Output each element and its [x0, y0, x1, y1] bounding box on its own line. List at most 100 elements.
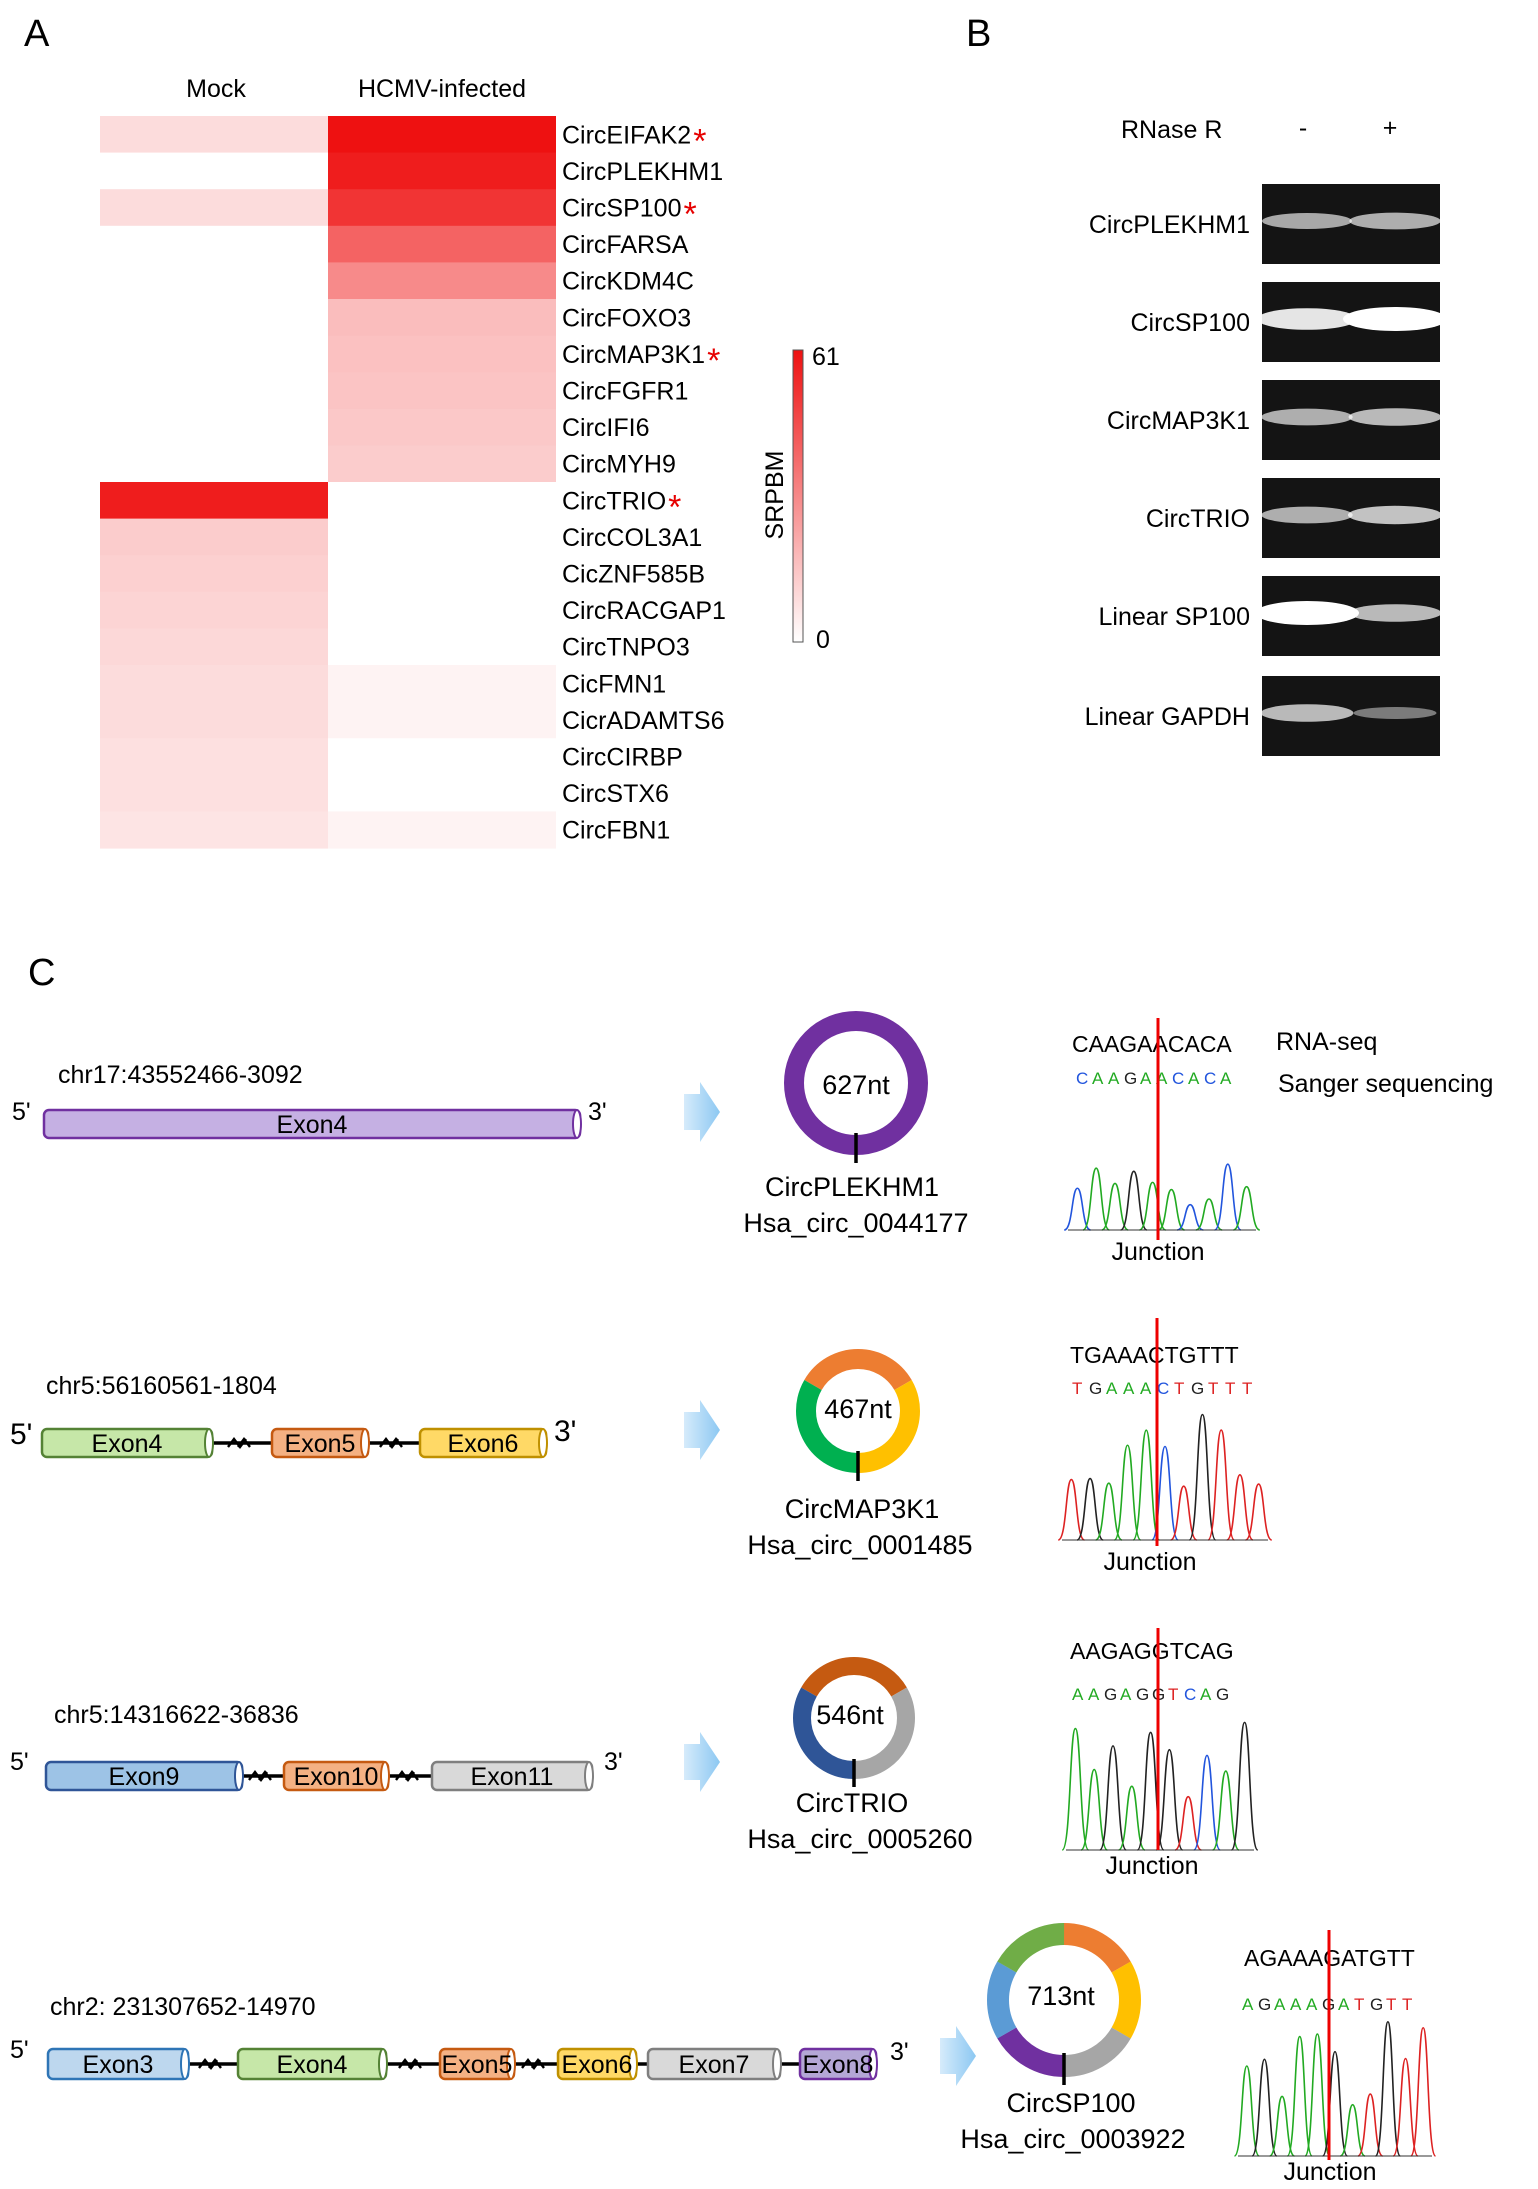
- heatmap-row-label: CircTNPO3: [562, 634, 690, 662]
- heatmap-row-label: CircSP100: [562, 195, 682, 223]
- asterisk-mark: *: [693, 122, 706, 160]
- sanger-base: A: [1088, 1685, 1100, 1704]
- ring-segment: [853, 1687, 915, 1779]
- three-prime: 3': [604, 1748, 623, 1776]
- exon-label: Exon11: [471, 1763, 554, 1791]
- chromatogram: [1233, 1930, 1437, 2160]
- exon-box-end: [234, 1761, 244, 1791]
- exon-box-end: [380, 1761, 390, 1791]
- heatmap-cell-mock: [100, 774, 328, 812]
- five-prime: 5': [12, 1098, 31, 1126]
- exon-label: Exon4: [277, 2051, 348, 2079]
- heatmap-cell-mock: [100, 152, 328, 190]
- sanger-base: C: [1157, 1379, 1169, 1398]
- gel-band: [1257, 308, 1357, 330]
- gel-row-label: Linear SP100: [1098, 603, 1250, 631]
- heatmap-cell-mock: [100, 335, 328, 373]
- ring-segment: [997, 1922, 1065, 1973]
- exon-label: Exon9: [109, 1763, 180, 1791]
- circ-length: 713nt: [1027, 1981, 1095, 2011]
- trace-peak: [1174, 1795, 1202, 1851]
- sanger-base: T: [1072, 1379, 1082, 1398]
- junction-label: Junction: [1283, 2158, 1376, 2186]
- sanger-base: A: [1220, 1069, 1232, 1088]
- heatmap-cell-hcmv: [328, 518, 556, 556]
- arrow-icon: [684, 1082, 720, 1142]
- trace-peak: [1157, 1188, 1185, 1231]
- trace-peak: [1082, 1167, 1111, 1231]
- heatmap-cell-mock: [100, 445, 328, 483]
- circ-ring: [796, 1349, 920, 1481]
- heatmap-cell-hcmv: [328, 555, 556, 593]
- exon-box-end: [180, 2048, 190, 2080]
- heatmap-cell-mock: [100, 482, 328, 520]
- exon-label: Exon7: [679, 2051, 750, 2079]
- sanger-base: T: [1386, 1995, 1396, 2014]
- sanger-base: A: [1290, 1995, 1302, 2014]
- sanger-base: G: [1104, 1685, 1117, 1704]
- gel-row-label: Linear GAPDH: [1085, 703, 1250, 731]
- trace-peak: [1286, 2035, 1313, 2157]
- sanger-base: C: [1184, 1685, 1196, 1704]
- sanger-base: G: [1191, 1379, 1204, 1398]
- heatmap-cell-mock: [100, 738, 328, 776]
- exon-box-end: [506, 2048, 516, 2080]
- trace-peak: [1057, 1478, 1086, 1541]
- gel-band: [1261, 506, 1353, 524]
- heatmap-cell-mock: [100, 628, 328, 666]
- sanger-base: A: [1123, 1379, 1135, 1398]
- trace-peak: [1374, 2021, 1402, 2157]
- colorbar-min: 0: [816, 626, 830, 654]
- circ-name: CircPLEKHM1: [765, 1172, 939, 1202]
- panel-label-a: A: [24, 13, 50, 55]
- trace-peak: [1076, 1477, 1104, 1541]
- sanger-base: A: [1120, 1685, 1132, 1704]
- trace-peak: [1094, 1482, 1123, 1541]
- circ-ring: [784, 1011, 928, 1163]
- heatmap-cell-mock: [100, 518, 328, 556]
- trace-peak: [1188, 1413, 1217, 1541]
- heatmap-row-label: CircCIRBP: [562, 744, 683, 772]
- seq-rnaseq: CAAGAACACA: [1072, 1031, 1232, 1057]
- gel-plus-label: +: [1383, 114, 1398, 142]
- heatmap-cell-mock: [100, 591, 328, 629]
- heatmap-colorbar: 61 0 SRPBM: [761, 343, 840, 654]
- junction-label: Junction: [1103, 1548, 1196, 1576]
- trace-peak: [1193, 1754, 1221, 1851]
- ring-segment: [987, 1961, 1017, 2039]
- circ-length: 467nt: [824, 1394, 892, 1424]
- coord-label: chr5:56160561-1804: [46, 1372, 277, 1400]
- sanger-base: A: [1200, 1685, 1212, 1704]
- chromatogram: [1061, 1628, 1259, 1851]
- colorbar-max: 61: [812, 343, 840, 371]
- sanger-base: A: [1140, 1069, 1152, 1088]
- trace-peak: [1119, 1170, 1148, 1231]
- ring-segment: [1063, 1923, 1131, 1973]
- intron-break: [398, 2058, 422, 2070]
- heatmap-cell-mock: [100, 299, 328, 337]
- exon-label: Exon10: [294, 1763, 379, 1791]
- trace-peak: [1339, 2103, 1366, 2157]
- trace-peak: [1207, 1429, 1236, 1541]
- ring-segment: [793, 1687, 855, 1779]
- trace-peak: [1392, 2057, 1419, 2157]
- asterisk-mark: *: [668, 488, 681, 526]
- heatmap-cell-hcmv: [328, 372, 556, 410]
- heatmap-cell-hcmv: [328, 189, 556, 227]
- sanger-base: T: [1242, 1379, 1252, 1398]
- arrow-icon: [684, 1400, 720, 1460]
- heatmap-row-label: CircPLEKHM1: [562, 158, 723, 186]
- heatmap-cell-mock: [100, 701, 328, 739]
- exon-label: Exon4: [92, 1430, 163, 1458]
- panel-label-c: C: [28, 952, 55, 994]
- sanger-base: A: [1188, 1069, 1200, 1088]
- arrow-icon: [684, 1732, 720, 1792]
- sanger-base: A: [1242, 1995, 1254, 2014]
- circ-ring: [987, 1922, 1141, 2085]
- sanger-base: A: [1108, 1069, 1120, 1088]
- sanger-base: A: [1140, 1379, 1152, 1398]
